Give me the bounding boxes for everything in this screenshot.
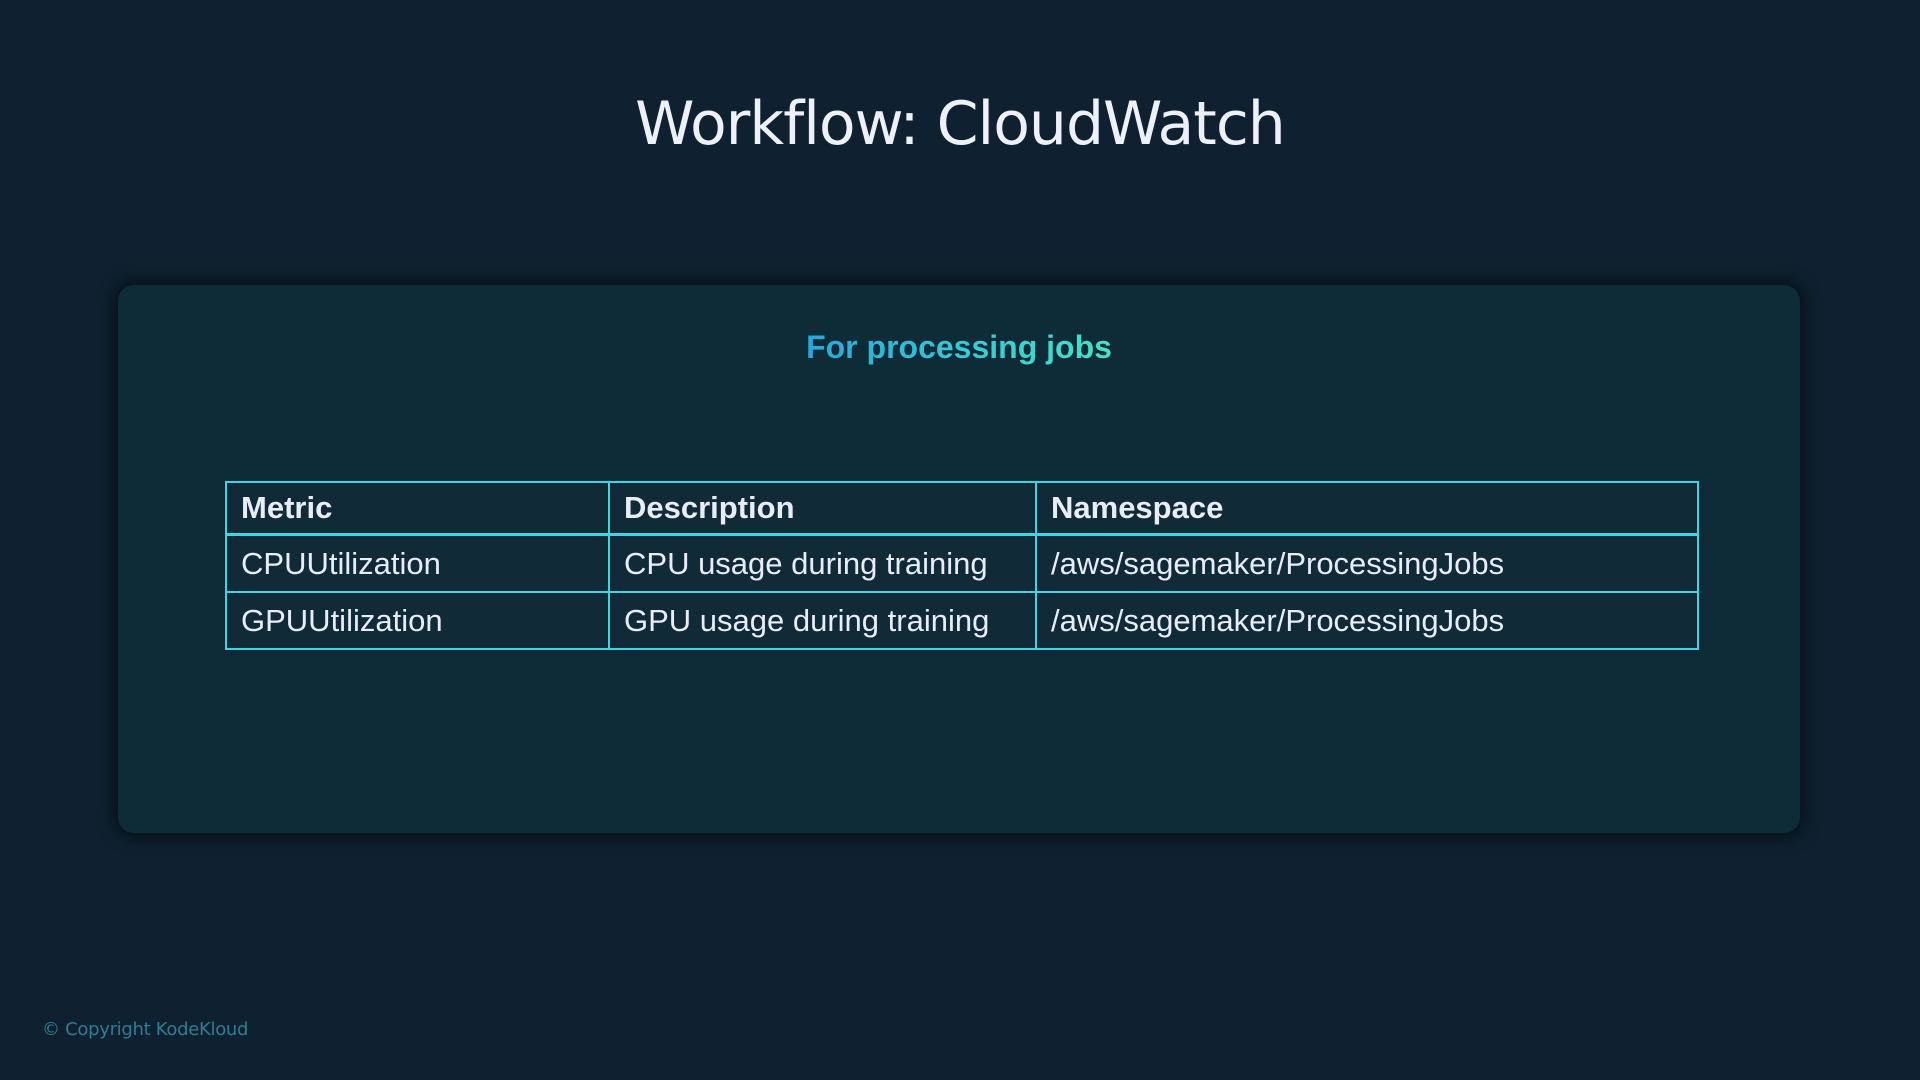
- cell-description: GPU usage during training: [608, 591, 1037, 650]
- header-namespace: Namespace: [1035, 481, 1699, 536]
- cell-description: CPU usage during training: [608, 533, 1037, 593]
- metrics-table: Metric Description Namespace CPUUtilizat…: [225, 481, 1699, 650]
- cell-metric: GPUUtilization: [225, 591, 610, 650]
- copyright-notice: © Copyright KodeKloud: [42, 1019, 249, 1040]
- cell-namespace: /aws/sagemaker/ProcessingJobs: [1035, 533, 1699, 593]
- header-metric: Metric: [225, 481, 610, 536]
- content-panel: For processing jobs Metric Description N…: [118, 285, 1800, 833]
- table-row: GPUUtilization GPU usage during training…: [225, 591, 1699, 650]
- table-row: CPUUtilization CPU usage during training…: [225, 533, 1699, 593]
- cell-namespace: /aws/sagemaker/ProcessingJobs: [1035, 591, 1699, 650]
- header-description: Description: [608, 481, 1037, 536]
- cell-metric: CPUUtilization: [225, 533, 610, 593]
- slide-title: Workflow: CloudWatch: [635, 89, 1286, 159]
- table-header-row: Metric Description Namespace: [225, 481, 1699, 536]
- panel-subtitle: For processing jobs: [118, 327, 1800, 367]
- panel-subtitle-text: For processing jobs: [806, 329, 1112, 365]
